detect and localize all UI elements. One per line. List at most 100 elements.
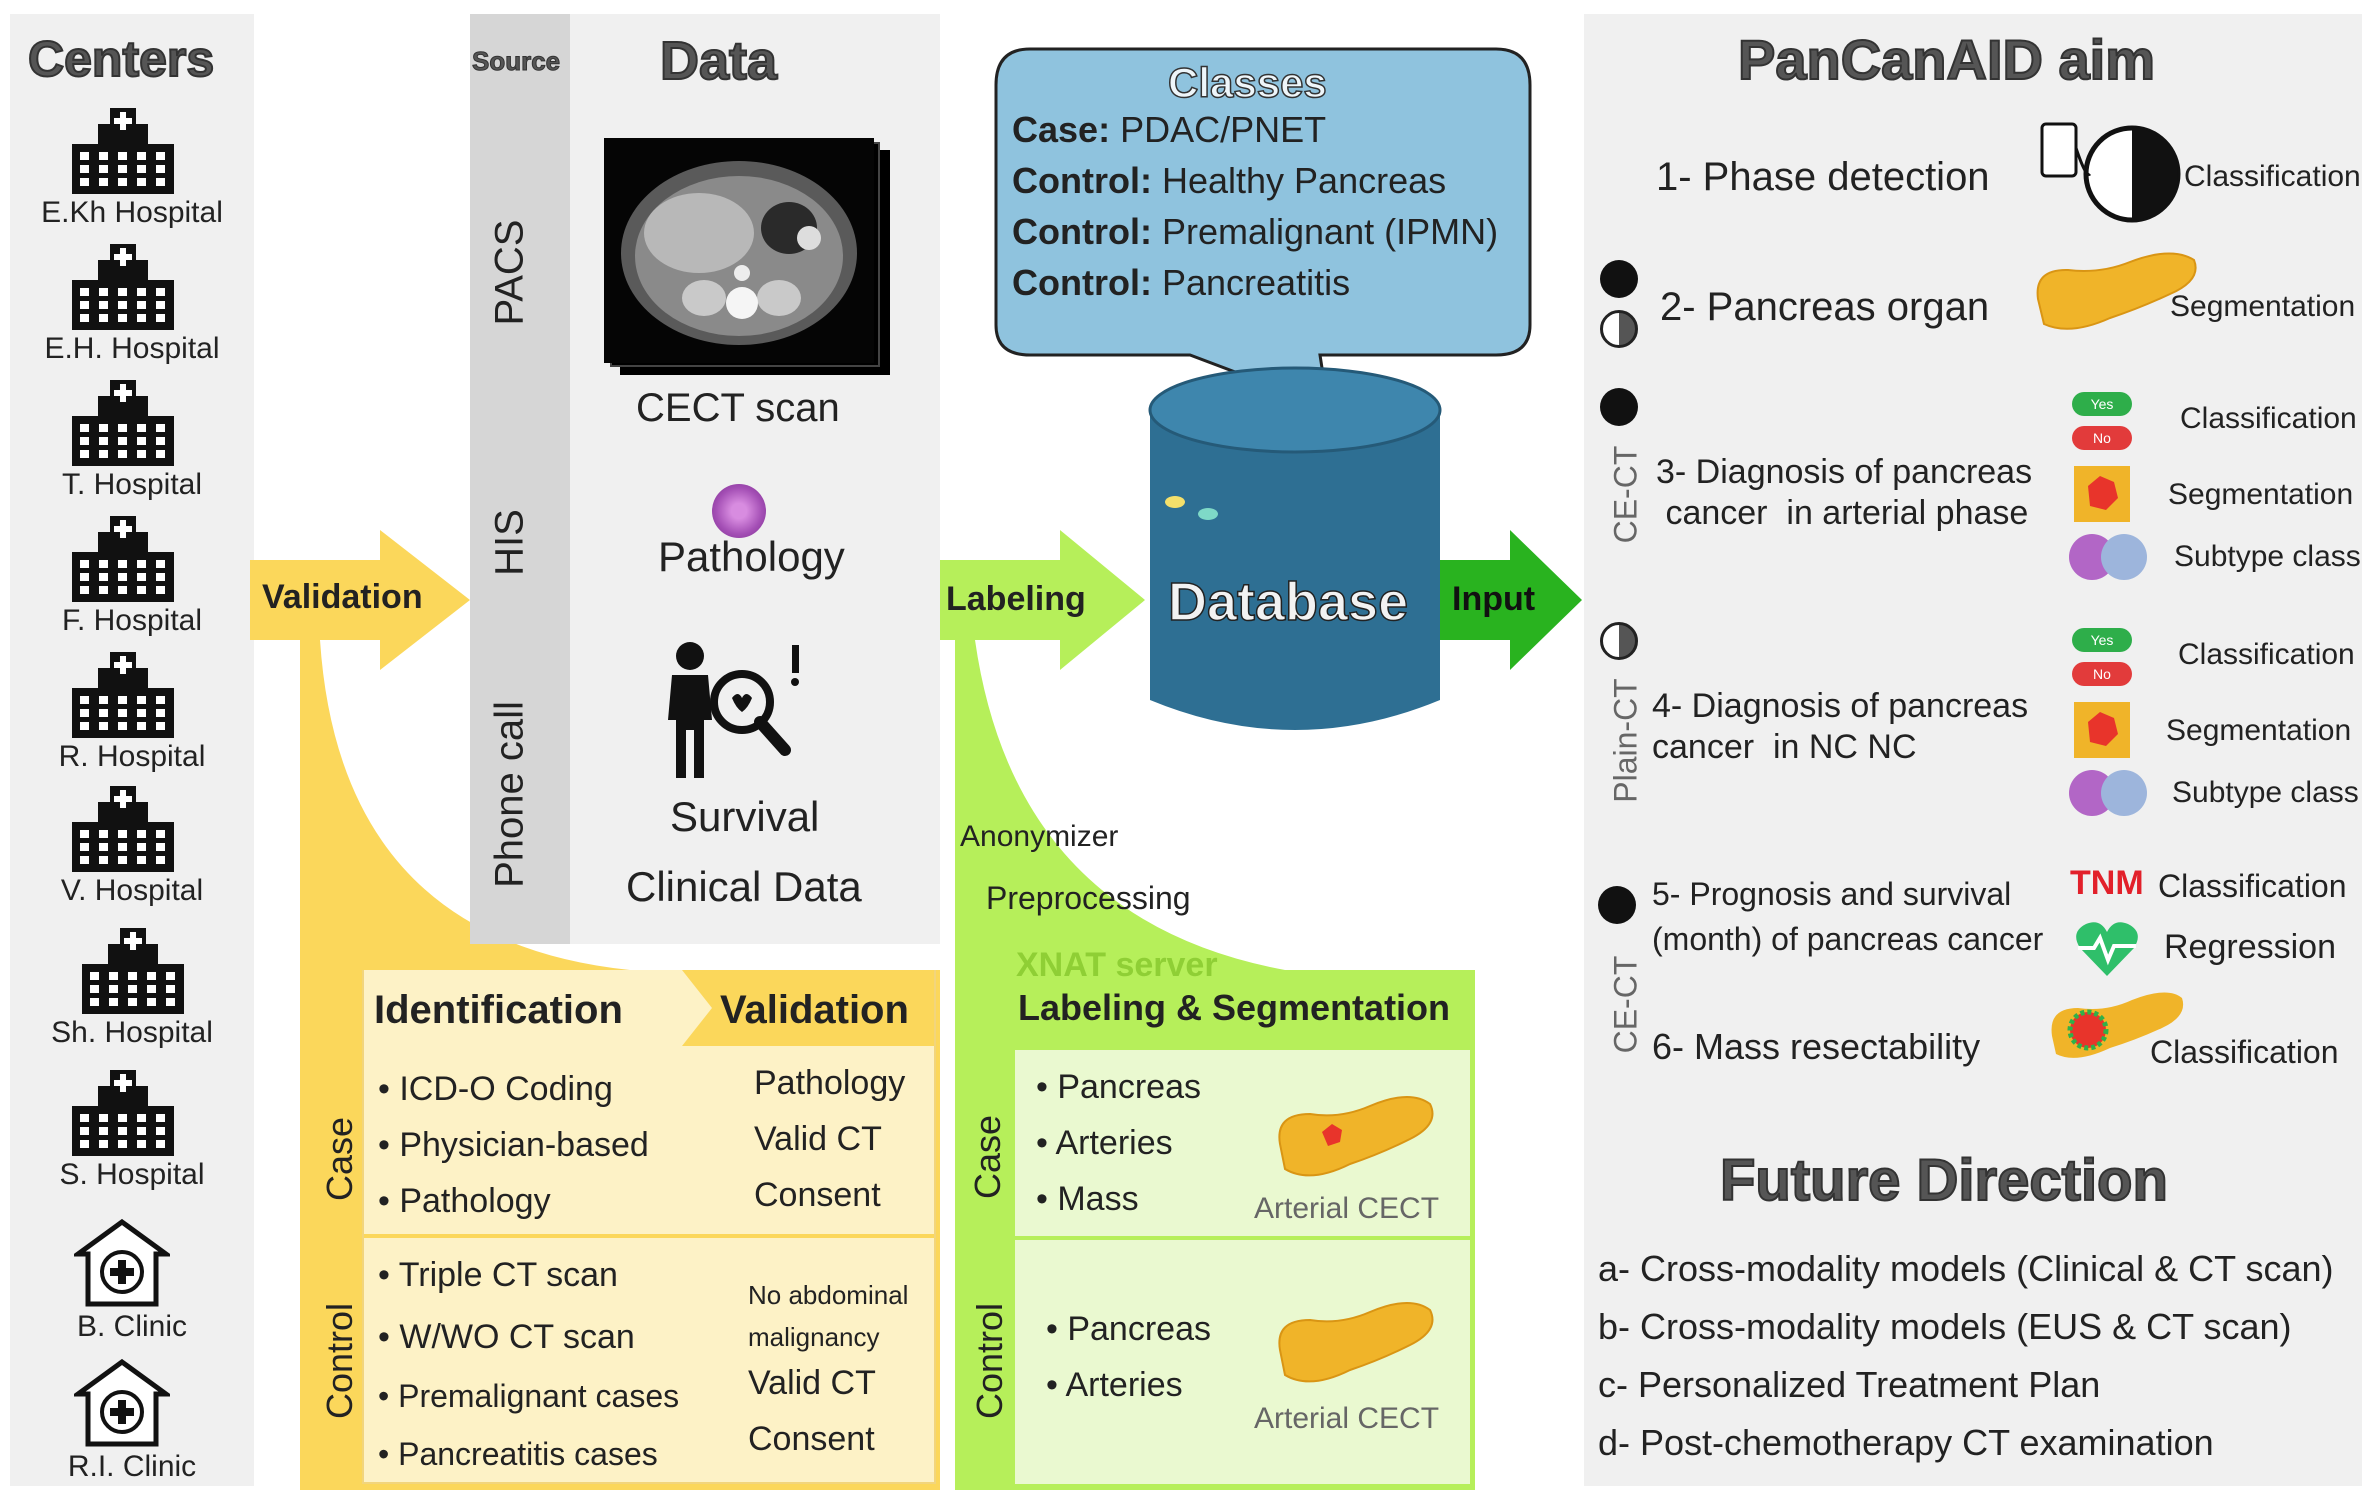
clinic-icon <box>70 1218 174 1313</box>
class-row-key: Control: <box>1012 211 1152 252</box>
future-item: d- Post-chemotherapy CT examination <box>1598 1422 2214 1463</box>
no-badge-icon: No <box>2072 426 2132 450</box>
output-4a: Classification <box>2178 638 2355 671</box>
phase-label-ce-ct: CE-CT <box>1607 445 1644 544</box>
id-control-validation: Consent <box>748 1420 875 1458</box>
data-title: Data <box>659 31 778 91</box>
pathology-icon <box>712 484 766 538</box>
id-control-item: • Premalignant cases <box>378 1378 680 1414</box>
output-4c: Subtype class <box>2172 776 2359 809</box>
class-row: Control: Healthy Pancreas <box>1012 163 1446 199</box>
id-case-label: Case <box>319 1116 360 1202</box>
step-xnat-server: XNAT server <box>1016 946 1218 984</box>
source-pacs: PACS <box>487 219 532 326</box>
lab-case-item: • Arteries <box>1036 1124 1173 1162</box>
labeling-arrow <box>940 530 1145 670</box>
hospital-label: R. Hospital <box>58 740 206 773</box>
pancreas-image <box>1278 1301 1434 1383</box>
hospital-label: T. Hospital <box>61 468 203 501</box>
tumor-segmentation-icon <box>2074 702 2130 758</box>
source-his: HIS <box>487 509 532 576</box>
output-3c: Subtype class <box>2174 540 2361 573</box>
validation-header: Validation <box>720 988 909 1032</box>
centers-title: Centers <box>27 31 215 87</box>
hospital-icon <box>68 786 178 877</box>
hospital-label: Sh. Hospital <box>51 1016 213 1049</box>
identification-header-arrow <box>364 970 934 1046</box>
labeling-title: Labeling & Segmentation <box>1018 987 1451 1028</box>
no-text: No <box>2093 666 2111 682</box>
labeling-arrow-label: Labeling <box>946 580 1086 618</box>
heart-pulse-icon <box>2076 922 2138 976</box>
source-phone-call: Phone call <box>487 701 532 888</box>
data-item-pathology: Pathology <box>658 533 845 580</box>
output-5a: Classification <box>2158 868 2347 904</box>
id-case-validation: Pathology <box>754 1064 906 1102</box>
aim-panel <box>1584 14 2362 1486</box>
hospital-label: E.Kh Hospital <box>41 196 223 229</box>
clinic-icon <box>70 1358 174 1453</box>
database-label: Database <box>1167 572 1409 632</box>
id-case-item: • ICD-O Coding <box>378 1070 613 1108</box>
class-row: Control: Pancreatitis <box>1012 265 1350 301</box>
class-row-value: Premalignant (IPMN) <box>1161 211 1499 252</box>
aim-item-1: 1- Phase detection <box>1656 155 1990 199</box>
future-item: c- Personalized Treatment Plan <box>1598 1364 2101 1405</box>
non-contrast-phase-icon <box>1600 310 1638 348</box>
output-4b: Segmentation <box>2166 714 2352 747</box>
aim-item-5: 5- Prognosis and survival (month) of pan… <box>1652 872 2043 962</box>
data-item-cect: CECT scan <box>636 386 840 430</box>
phase-contrast-icon <box>2040 122 2181 223</box>
aim-item-3-text: 3- Diagnosis of pancreas cancer in arter… <box>1656 453 2033 532</box>
labeling-divider <box>1015 1236 1470 1240</box>
output-5b: Regression <box>2164 928 2336 966</box>
yes-badge-icon: Yes <box>2072 392 2132 416</box>
phase-label-plain-ct: Plain-CT <box>1607 678 1644 803</box>
step-preprocessing: Preprocessing <box>986 880 1191 916</box>
class-row-value: PDAC/PNET <box>1120 109 1327 150</box>
classes-title: Classes <box>1167 59 1327 106</box>
id-control-validation: Valid CT <box>748 1364 876 1402</box>
id-control-validation-note: malignancy <box>748 1322 880 1352</box>
data-item-clinical: Clinical Data <box>626 863 862 910</box>
aim-item-5-text: 5- Prognosis and survival (month) of pan… <box>1652 876 2044 957</box>
id-case-validation: Valid CT <box>754 1120 882 1158</box>
yes-text: Yes <box>2090 632 2114 648</box>
future-item: a- Cross-modality models (Clinical & CT … <box>1598 1248 2334 1289</box>
output-1: Classification <box>2184 160 2361 193</box>
validation-arrow <box>250 530 470 670</box>
input-arrow <box>1440 530 1582 670</box>
aim-item-2: 2- Pancreas organ <box>1660 285 1990 329</box>
data-item-survival: Survival <box>670 793 820 840</box>
output-6: Classification <box>2150 1034 2339 1070</box>
clinic-label: R.I. Clinic <box>67 1450 197 1483</box>
database-cylinder <box>1148 366 1442 730</box>
pancreas-mass-image <box>1278 1095 1434 1177</box>
future-title: Future Direction <box>1719 1148 2169 1213</box>
subtype-cells-icon <box>2069 534 2147 580</box>
id-case-item: • Pathology <box>378 1182 551 1220</box>
tnm-icon: TNM <box>2070 864 2144 902</box>
class-row-key: Case: <box>1012 109 1111 150</box>
id-control-label: Control <box>319 1302 360 1420</box>
id-control-item: • Pancreatitis cases <box>378 1436 658 1472</box>
case-image-caption: Arterial CECT <box>1254 1192 1440 1225</box>
lab-case-item: • Pancreas <box>1036 1068 1201 1106</box>
hospital-icon <box>68 244 178 335</box>
hospital-icon <box>68 380 178 471</box>
control-image-caption: Arterial CECT <box>1254 1402 1440 1435</box>
hospital-label: F. Hospital <box>61 604 203 637</box>
aim-item-6: 6- Mass resectability <box>1652 1026 1981 1067</box>
non-contrast-phase-icon <box>1600 622 1638 660</box>
subtype-cells-icon <box>2069 770 2147 816</box>
mass-resectability-icon <box>2051 992 2184 1058</box>
no-text: No <box>2093 430 2111 446</box>
identification-table <box>362 970 936 1484</box>
hospital-icon <box>68 108 178 199</box>
class-row-value: Pancreatitis <box>1161 262 1351 303</box>
no-badge-icon: No <box>2072 662 2132 686</box>
source-column <box>470 14 570 944</box>
lab-control-label: Control <box>969 1302 1010 1420</box>
class-row-key: Control: <box>1012 160 1152 201</box>
ct-scan-slice <box>604 138 874 363</box>
